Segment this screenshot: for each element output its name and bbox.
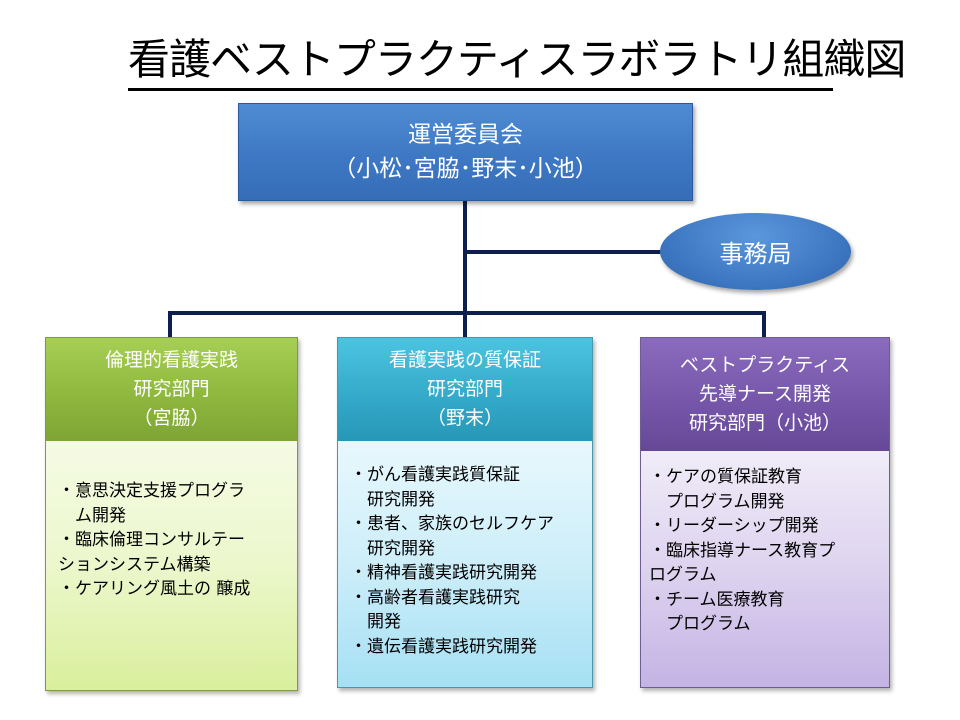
committee-members: （小松･宮脇･野末･小池） <box>333 156 598 182</box>
list-item: ・意思決定支援プログラ <box>58 481 245 501</box>
list-item: ・患者、家族のセルフケア <box>350 514 554 534</box>
dept-header-line: （宮脇） <box>133 407 210 429</box>
dept-quality-body: ・がん看護実践質保証 研究開発 ・患者、家族のセルフケア 研究開発 ・精神看護実… <box>338 441 592 687</box>
connector-trunk <box>463 201 467 337</box>
list-item: ションシステム構築 <box>58 554 211 575</box>
list-item: ・チーム医療教育 <box>649 589 785 610</box>
dept-header-line: 看護実践の質保証 <box>388 349 541 371</box>
list-item: ・がん看護実践質保証 <box>350 465 520 485</box>
list-item: 研究開発 <box>350 538 435 559</box>
dept-bestpractice: ベストプラクティス 先導ナース開発 研究部門（小池） ・ケアの質保証教育 プログ… <box>640 337 890 688</box>
dept-header-line: 研究部門（小池） <box>688 412 841 434</box>
list-item: ・リーダーシップ開発 <box>649 516 819 536</box>
dept-header-line: 倫理的看護実践 <box>104 349 238 371</box>
dept-ethics-header: 倫理的看護実践 研究部門 （宮脇） <box>46 338 297 441</box>
list-item: ・ケアリング風土の 醸成 <box>58 579 251 599</box>
dept-bestpractice-body: ・ケアの質保証教育 プログラム開発 ・リーダーシップ開発 ・臨床指導ナース教育プ… <box>641 451 889 687</box>
office-ellipse: 事務局 <box>660 213 851 290</box>
list-item: プログラム開発 <box>649 491 785 512</box>
list-item: 研究開発 <box>350 489 435 510</box>
connector-office <box>465 250 663 254</box>
list-item: ログラム <box>649 565 717 585</box>
dept-quality: 看護実践の質保証 研究部門 （野末） ・がん看護実践質保証 研究開発 ・患者、家… <box>337 337 593 688</box>
dept-header-line: 研究部門 <box>133 378 210 400</box>
list-item: ・ケアの質保証教育 <box>649 467 802 487</box>
list-item: プログラム <box>649 614 751 634</box>
list-item: 開発 <box>350 612 401 632</box>
list-item: ・遺伝看護実践研究開発 <box>350 636 537 657</box>
connector-branch <box>168 311 766 315</box>
connector-right-drop <box>762 311 766 338</box>
dept-header-line: 先導ナース開発 <box>698 383 832 405</box>
list-item: ・臨床倫理コンサルテー <box>58 530 245 550</box>
connector-left-drop <box>168 311 172 338</box>
committee-name: 運営委員会 <box>408 122 523 148</box>
dept-bestpractice-header: ベストプラクティス 先導ナース開発 研究部門（小池） <box>641 338 889 451</box>
office-label: 事務局 <box>719 240 792 268</box>
list-item: ム開発 <box>58 505 126 526</box>
list-item: ・臨床指導ナース教育プ <box>649 540 836 561</box>
dept-header-line: ベストプラクティス <box>679 354 851 376</box>
dept-ethics: 倫理的看護実践 研究部門 （宮脇） ・意思決定支援プログラ ム開発 ・臨床倫理コ… <box>45 337 298 691</box>
dept-header-line: （野末） <box>426 407 503 429</box>
page-title: 看護ベストプラクティスラボラトリ組織図 <box>128 34 906 91</box>
steering-committee-box: 運営委員会 （小松･宮脇･野末･小池） <box>238 103 693 201</box>
list-item: ・精神看護実践研究開発 <box>350 563 537 583</box>
list-item: ・高齢者看護実践研究 <box>350 587 520 608</box>
dept-header-line: 研究部門 <box>426 378 503 400</box>
dept-ethics-body: ・意思決定支援プログラ ム開発 ・臨床倫理コンサルテー ションシステム構築 ・ケ… <box>46 441 297 690</box>
dept-quality-header: 看護実践の質保証 研究部門 （野末） <box>338 338 592 441</box>
